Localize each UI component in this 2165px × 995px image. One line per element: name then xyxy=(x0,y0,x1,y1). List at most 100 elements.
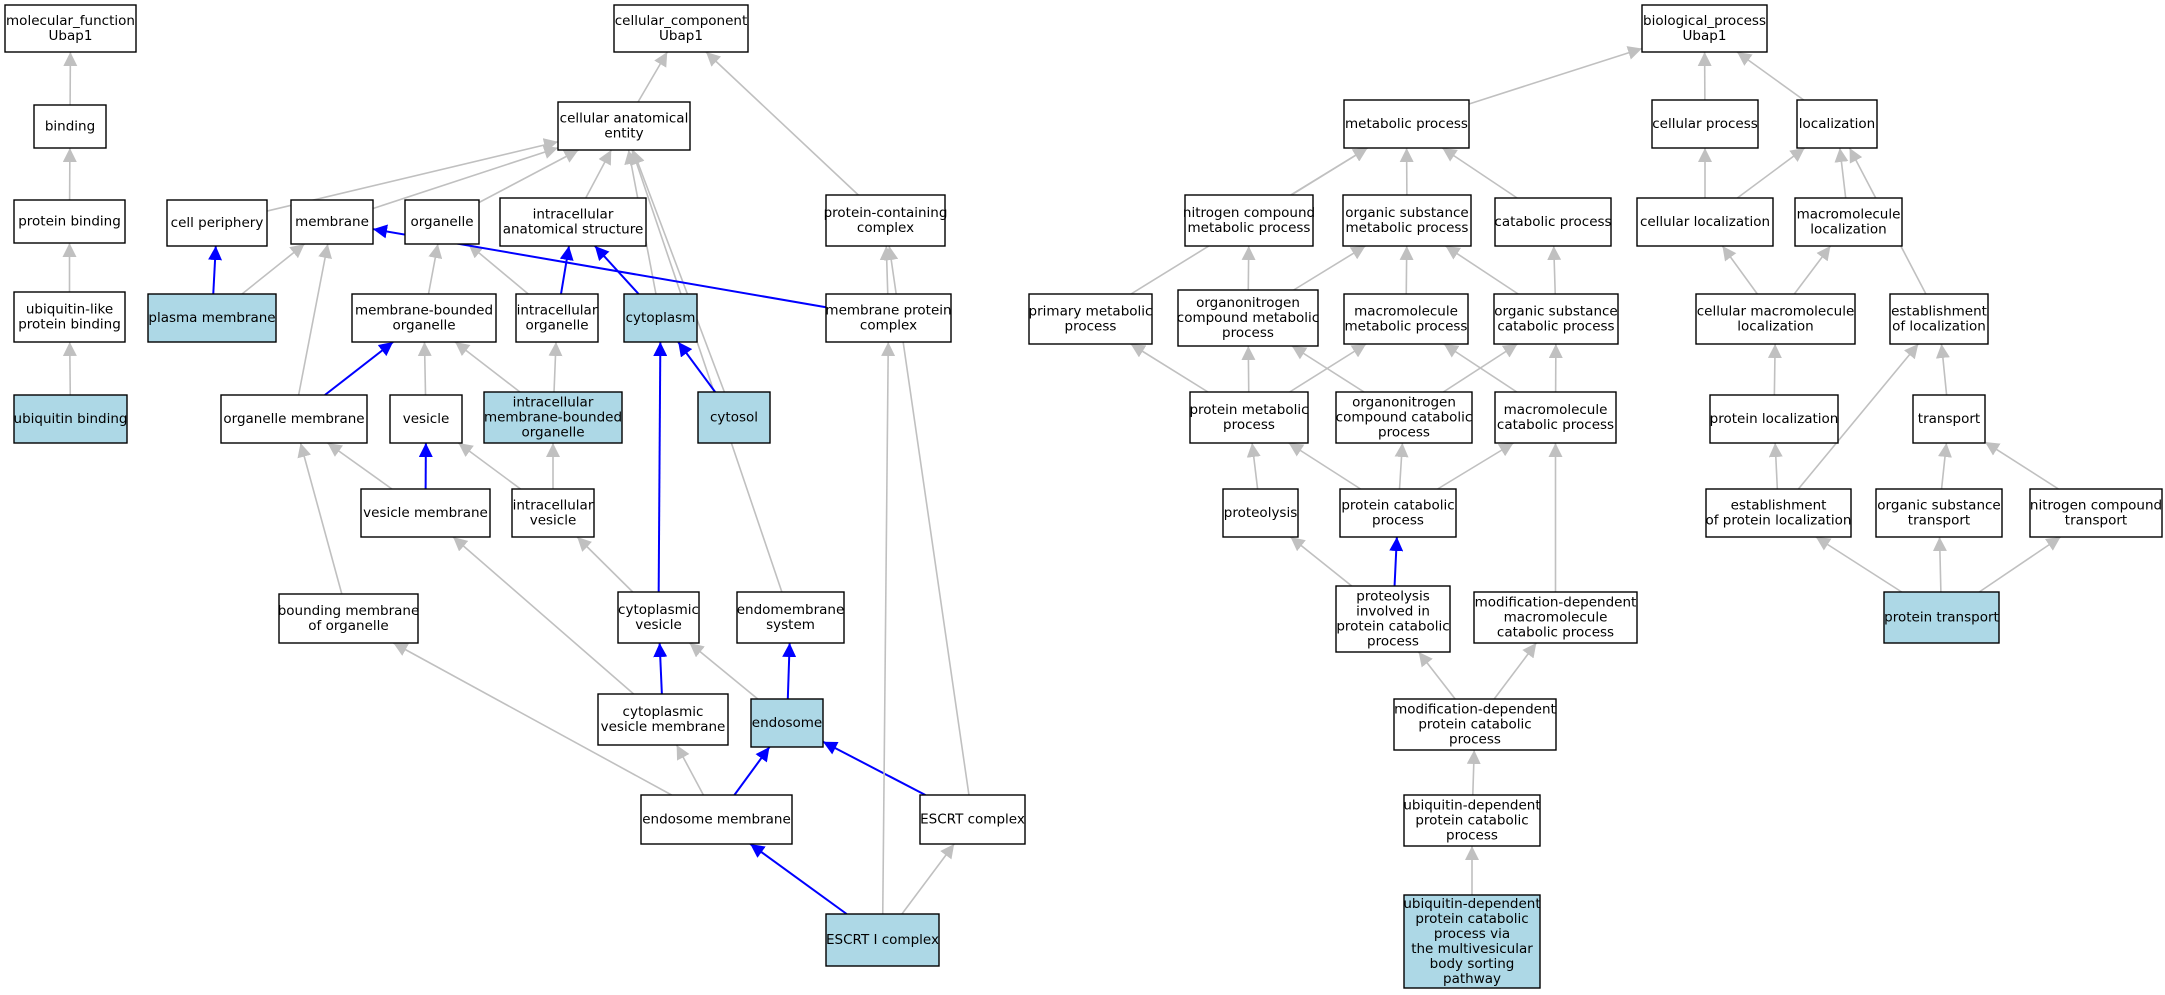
node-box xyxy=(1342,194,1472,247)
node-box xyxy=(1651,99,1759,149)
node-label: organelle xyxy=(410,214,473,230)
node-box xyxy=(147,293,277,343)
edge-escrt1-to-escrt xyxy=(901,843,955,915)
node-label: macromolecule xyxy=(1354,303,1458,319)
node-cytosol[interactable]: cytosol xyxy=(697,391,771,444)
edge-mbo-to-organelle xyxy=(427,243,443,295)
node-box xyxy=(1222,488,1299,538)
node-label: organic substance xyxy=(1345,205,1468,221)
edge-catabolic-to-metabolic xyxy=(1441,147,1518,199)
edge-endomembrane-to-cae xyxy=(629,149,783,593)
node-label: of organelle xyxy=(308,618,388,634)
node-proteolysis[interactable]: proteolysis xyxy=(1222,488,1299,538)
node-box xyxy=(825,293,952,343)
node-endo-membrane[interactable]: endosome membrane xyxy=(640,794,793,845)
node-organelle[interactable]: organelle xyxy=(404,199,480,245)
node-localization[interactable]: localization xyxy=(1796,99,1878,149)
node-label: organic substance xyxy=(1877,497,2000,513)
edge-oscp-to-catabolic xyxy=(1547,245,1562,295)
node-escrt[interactable]: ESCRT complex xyxy=(919,794,1026,845)
node-box xyxy=(1393,698,1557,751)
edge-vesicle_membrane-to-org_membrane xyxy=(327,442,393,490)
node-endosome[interactable]: endosome xyxy=(750,698,824,748)
node-label: protein catabolic xyxy=(1341,497,1454,513)
edge-pcp-to-prot_met xyxy=(1288,442,1361,490)
node-protein-binding[interactable]: protein binding xyxy=(13,199,126,244)
node-vesicle-membrane[interactable]: vesicle membrane xyxy=(360,488,491,538)
edge-imbo-to-mbo xyxy=(454,341,521,393)
node-plasma-membrane[interactable]: plasma membrane xyxy=(147,293,277,343)
node-cell-periphery[interactable]: cell periphery xyxy=(166,199,268,247)
node-escrt1[interactable]: ESCRT I complex xyxy=(825,913,940,967)
edge-cytosol-to-cae xyxy=(631,149,726,393)
node-box xyxy=(2029,488,2163,538)
node-transport[interactable]: transport xyxy=(1912,394,1986,444)
node-cell-loc[interactable]: cellular localization xyxy=(1636,197,1774,247)
node-ub-binding[interactable]: ubiquitin binding xyxy=(13,394,128,444)
node-cytoplasm[interactable]: cytoplasm xyxy=(623,293,698,343)
node-label: cellular_component xyxy=(615,13,747,29)
node-label: cellular macromolecule xyxy=(1697,303,1855,319)
edge-cell_loc-to-localization xyxy=(1736,147,1806,199)
node-label: entity xyxy=(604,125,643,141)
node-metabolic[interactable]: metabolic process xyxy=(1343,99,1470,149)
node-mdmcp[interactable]: modification-dependentmacromoleculecatab… xyxy=(1473,591,1638,644)
node-prot-loc[interactable]: protein localization xyxy=(1709,394,1839,444)
node-label: protein catabolic xyxy=(1418,716,1531,732)
node-label: ubiquitin binding xyxy=(14,411,128,427)
node-label: ESCRT I complex xyxy=(826,932,939,948)
node-prot-transport[interactable]: protein transport xyxy=(1883,591,2000,644)
edge-prot_loc-to-cml xyxy=(1767,343,1782,396)
node-catabolic[interactable]: catabolic process xyxy=(1494,197,1612,247)
node-label: protein metabolic xyxy=(1189,402,1308,418)
node-label: membrane protein xyxy=(825,302,951,318)
edge-epl-to-prot_loc xyxy=(1768,442,1783,490)
node-label: transport xyxy=(2065,512,2127,528)
node-membrane[interactable]: membrane xyxy=(290,199,374,245)
node-box xyxy=(360,488,491,538)
node-label: cellular anatomical xyxy=(560,110,689,126)
node-label: proteolysis xyxy=(1356,588,1430,604)
node-org-membrane[interactable]: organelle membrane xyxy=(220,394,368,444)
node-vesicle[interactable]: vesicle xyxy=(389,394,463,444)
node-cellular-process[interactable]: cellular process xyxy=(1651,99,1759,149)
edge-membrane-to-cae xyxy=(372,145,559,210)
node-binding[interactable]: binding xyxy=(33,104,107,149)
